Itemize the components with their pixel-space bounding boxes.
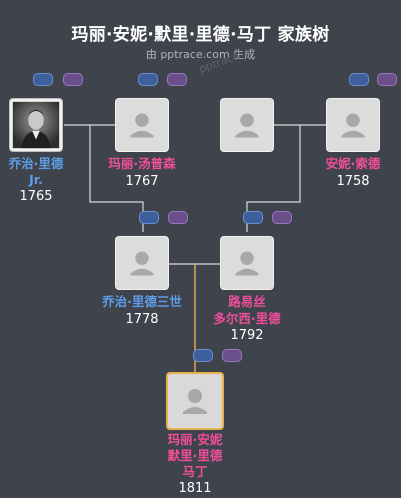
name-anne-sood: 安妮·索德 bbox=[325, 156, 381, 171]
avatar-placeholder-icon bbox=[130, 113, 154, 138]
pill-male-5[interactable] bbox=[243, 211, 263, 224]
pill-male-6[interactable] bbox=[193, 349, 213, 362]
pill-female-5[interactable] bbox=[272, 211, 292, 224]
year-anne-sood: 1758 bbox=[336, 174, 370, 189]
person-card-mary-thompson[interactable] bbox=[115, 98, 169, 152]
page-subtitle: 由 pptrace.com 生成 bbox=[145, 48, 256, 61]
year-mary-anne-martin: 1811 bbox=[178, 481, 212, 496]
person-card-anne-sood[interactable] bbox=[326, 98, 380, 152]
name-george-reade-iii: 乔治·里德三世 bbox=[102, 294, 182, 309]
page-title: 玛丽·安妮·默里·里德·马丁 家族树 bbox=[71, 25, 330, 45]
year-mary-thompson: 1767 bbox=[125, 174, 159, 189]
pill-female-4[interactable] bbox=[168, 211, 188, 224]
avatar-placeholder-icon bbox=[341, 113, 365, 138]
person-card-louisa[interactable] bbox=[220, 236, 274, 290]
person-card-unknown[interactable] bbox=[220, 98, 274, 152]
pill-male-2[interactable] bbox=[138, 73, 158, 86]
name-mary-anne-martin-line3: 马丁 bbox=[182, 464, 208, 479]
person-card-george-reade-iii[interactable] bbox=[115, 236, 169, 290]
pill-female-1[interactable] bbox=[63, 73, 83, 86]
pill-female-6[interactable] bbox=[222, 349, 242, 362]
avatar-placeholder-icon bbox=[235, 251, 259, 276]
person-card-mary-anne-martin[interactable] bbox=[166, 372, 224, 430]
year-louisa: 1792 bbox=[230, 328, 264, 343]
avatar-placeholder-icon bbox=[130, 251, 154, 276]
name-george-reade-jr-line2: Jr. bbox=[29, 172, 43, 187]
year-george-reade-iii: 1778 bbox=[125, 312, 159, 327]
pill-male-4[interactable] bbox=[139, 211, 159, 224]
name-mary-thompson: 玛丽·汤普森 bbox=[108, 156, 176, 171]
avatar-placeholder-icon bbox=[183, 389, 207, 414]
pill-female-2[interactable] bbox=[167, 73, 187, 86]
name-louisa-line1: 路易丝 bbox=[228, 294, 266, 309]
pill-male-3[interactable] bbox=[349, 73, 369, 86]
name-mary-anne-martin-line1: 玛丽·安妮 bbox=[167, 432, 223, 447]
year-george-reade-jr: 1765 bbox=[19, 189, 53, 204]
portrait-image bbox=[12, 101, 60, 149]
name-louisa-line2: 多尔西·里德 bbox=[213, 311, 281, 326]
pill-male-1[interactable] bbox=[33, 73, 53, 86]
avatar-placeholder-icon bbox=[235, 113, 259, 138]
name-mary-anne-martin-line2: 默里·里德 bbox=[167, 448, 223, 463]
name-george-reade-jr-line1: 乔治·里德 bbox=[8, 156, 64, 171]
pill-female-3[interactable] bbox=[377, 73, 397, 86]
person-card-george-reade-jr[interactable] bbox=[9, 98, 63, 152]
